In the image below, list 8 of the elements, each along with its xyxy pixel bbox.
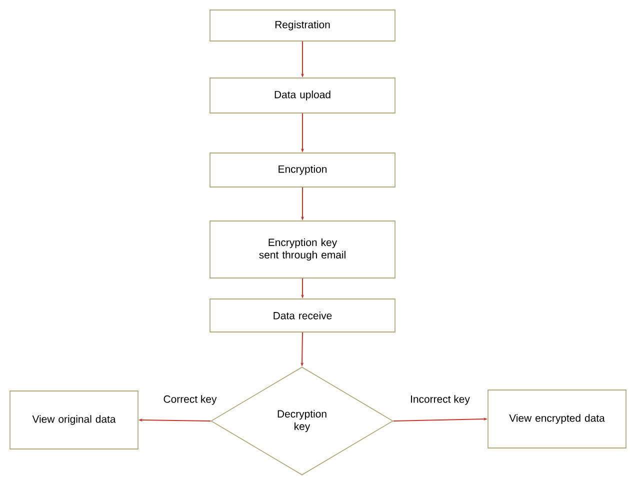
process-box: Encryption bbox=[210, 152, 396, 188]
process-box: Registration bbox=[210, 10, 396, 42]
process-box: View original data bbox=[10, 390, 138, 450]
process-box: Encryption key sent through email bbox=[210, 220, 396, 278]
edge-label: Incorrect key bbox=[409, 394, 471, 406]
process-box: Data receive bbox=[210, 298, 396, 332]
process-box: Data upload bbox=[210, 78, 396, 114]
process-box: View encrypted data bbox=[488, 390, 626, 448]
